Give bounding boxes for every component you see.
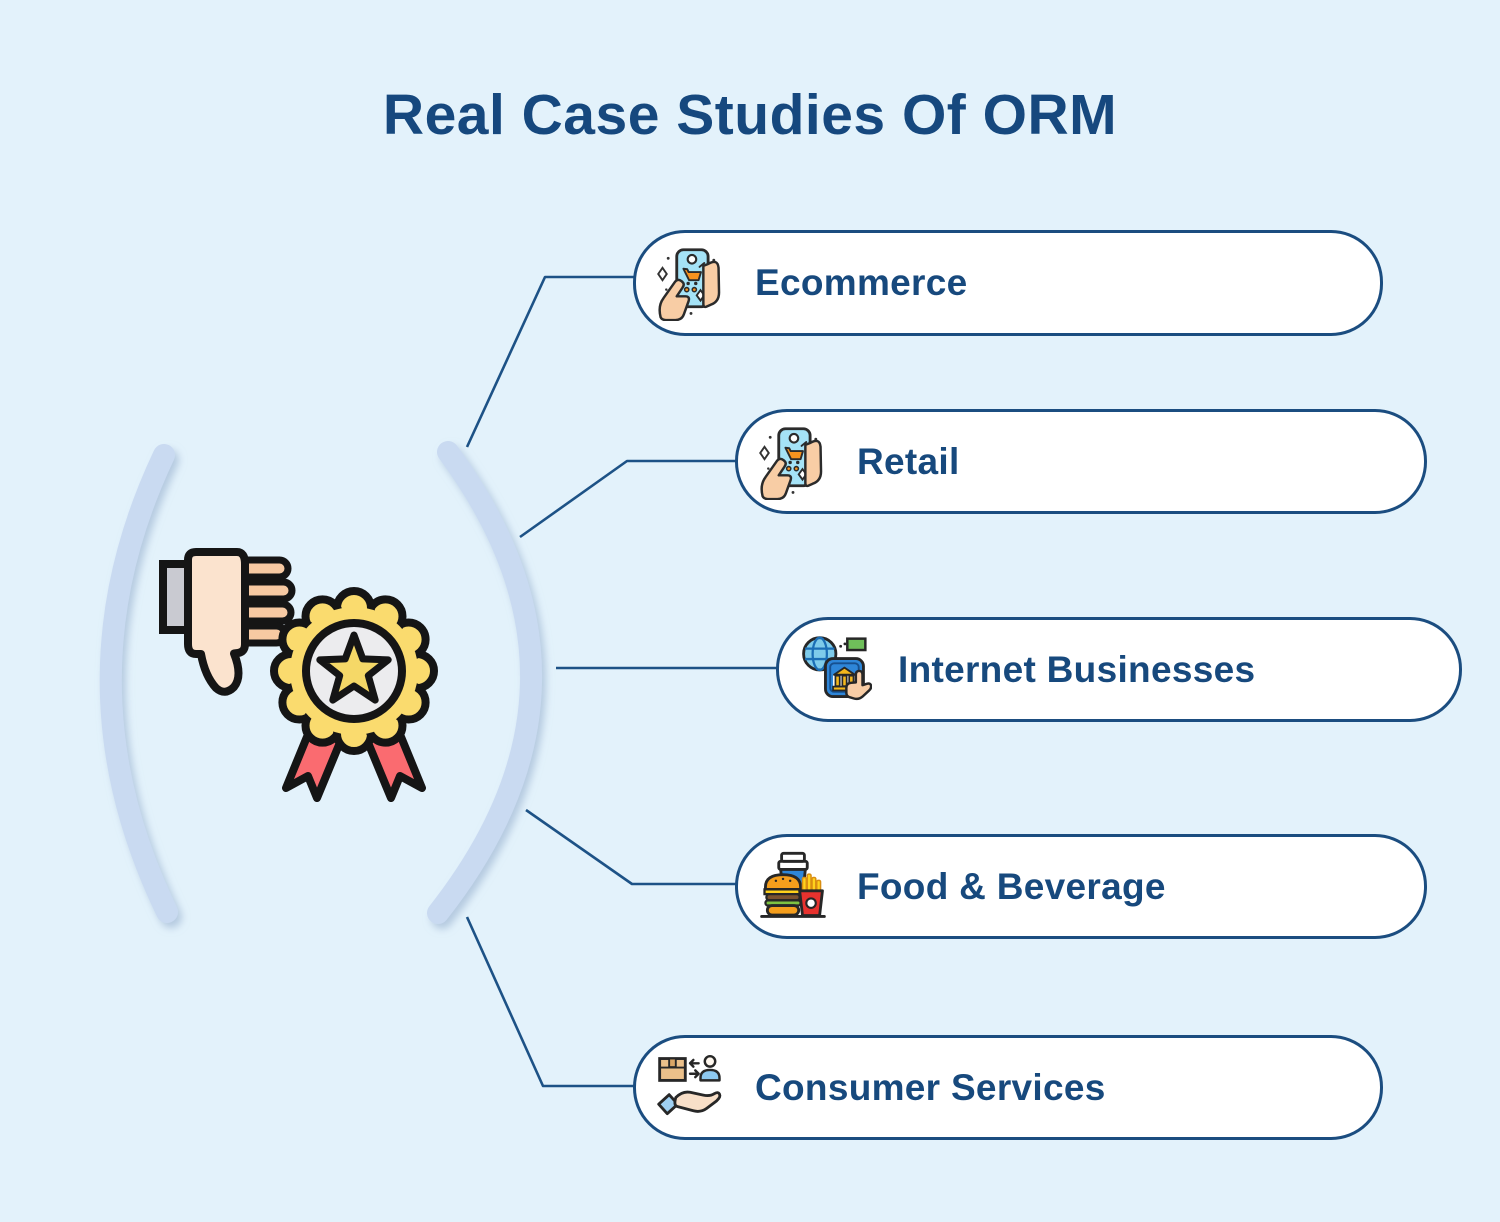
item-food-beverage: Food & Beverage xyxy=(735,834,1427,939)
connector-line-ecommerce xyxy=(465,275,636,448)
food-beverage-icon xyxy=(755,849,831,925)
item-label: Food & Beverage xyxy=(857,865,1166,907)
item-label: Retail xyxy=(857,440,960,482)
connector-line-retail xyxy=(519,459,738,539)
item-label: Internet Businesses xyxy=(898,648,1256,690)
retail-phone-shopping-icon xyxy=(755,424,831,500)
item-internet-businesses: Internet Businesses xyxy=(776,617,1462,722)
item-ecommerce: Ecommerce xyxy=(633,230,1383,336)
item-consumer-services: Consumer Services xyxy=(633,1035,1383,1140)
ecommerce-phone-shopping-icon xyxy=(653,245,729,321)
page-title: Real Case Studies Of ORM xyxy=(382,83,1118,147)
consumer-services-hand-box-icon xyxy=(653,1050,729,1126)
right-parenthesis-shape xyxy=(427,441,542,924)
internet-globe-bank-icon xyxy=(796,632,872,708)
connector-line-food-beverage xyxy=(525,808,738,886)
connector-line-consumer-services xyxy=(465,916,638,1088)
item-label: Consumer Services xyxy=(755,1066,1106,1108)
item-retail: Retail xyxy=(735,409,1427,514)
thumbs-down-award-badge-icon xyxy=(159,548,438,802)
item-label: Ecommerce xyxy=(755,262,968,303)
